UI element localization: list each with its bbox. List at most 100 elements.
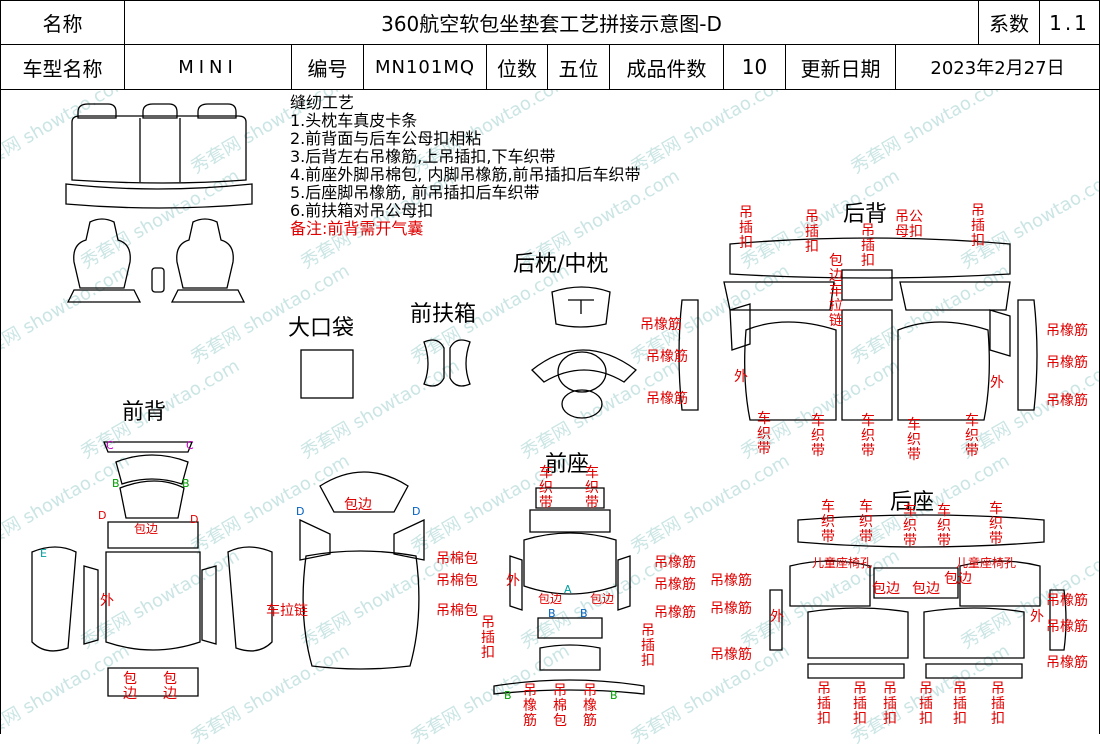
mark-letter: C	[186, 439, 194, 452]
front-armrest-pieces	[423, 339, 471, 387]
rear-back-rubber-5: 吊橡筋	[1046, 355, 1088, 371]
rear-back-webbing-1: 车织带	[757, 411, 771, 457]
front-seat-cotton-3: 吊棉包	[436, 603, 478, 619]
rear-back-hang-buckle-1: 吊插扣	[739, 205, 753, 251]
front-seat-webbing-1: 车织带	[539, 465, 553, 511]
section-front-armrest: 前扶箱	[410, 302, 477, 327]
rear-seat-rubber-3: 吊橡筋	[1046, 655, 1088, 671]
front-seat-hem-2: 包边	[590, 592, 615, 606]
section-headrest: 后枕/中枕	[513, 252, 609, 277]
front-seat-rubber-5: 吊橡筋	[710, 601, 752, 617]
rear-seat-webbing-5: 车织带	[989, 501, 1003, 547]
mark-letter: E	[40, 547, 47, 560]
front-seat-cotton-1: 吊棉包	[436, 551, 478, 567]
front-back-outer: 外	[100, 593, 114, 609]
front-seat-rubber-1: 吊橡筋	[654, 555, 696, 571]
rear-seat-outer-right: 外	[1030, 609, 1044, 625]
rear-back-rubber-2: 吊橡筋	[646, 349, 688, 365]
front-seat-rubber-2: 吊橡筋	[654, 577, 696, 593]
model-label: 车型名称	[0, 44, 125, 90]
front-seat-bottom-cotton: 吊棉包	[553, 683, 567, 729]
front-back-zipper: 车拉链	[266, 603, 308, 619]
rear-seat-hang-buckle-1: 吊插扣	[817, 681, 831, 727]
note-item: 5.后座脚吊橡筋, 前吊插扣后车织带	[290, 183, 540, 202]
front-seat-outer: 外	[506, 573, 520, 589]
header-table: 名称 360航空软包坐垫套工艺拼接示意图-D 系数 1.1 车型名称 MINI …	[0, 0, 1100, 90]
mark-letter: A	[564, 583, 572, 596]
rear-seat-pieces	[769, 514, 1067, 679]
rear-seat-hang-buckle-2: 吊插扣	[853, 681, 867, 727]
section-rear-back: 后背	[843, 202, 888, 227]
series-value: 1.1	[1039, 0, 1100, 45]
rear-back-rubber-6: 吊橡筋	[1046, 393, 1088, 409]
mark-letter: B	[504, 689, 512, 702]
process-notes: 缝纫工艺 1.头枕车真皮卡条 2.前背面与后车公母扣相粘 3.后背左右吊橡筋,上…	[290, 94, 641, 238]
front-seat-webbing-2: 车织带	[585, 465, 599, 511]
rear-seat-hang-buckle-4: 吊插扣	[919, 681, 933, 727]
rear-seat-hem-2: 包边	[912, 581, 940, 597]
rear-back-hang-buckle-2: 吊插扣	[805, 209, 819, 255]
section-rear-seat: 后座	[890, 490, 935, 515]
section-big-pocket: 大口袋	[288, 316, 355, 341]
rear-back-hang-buckle-3: 吊插扣	[861, 223, 875, 269]
rear-seat-rubber-2: 吊橡筋	[1046, 619, 1088, 635]
rear-back-hang-buckle-4: 吊插扣	[971, 203, 985, 249]
notes-title: 缝纫工艺	[290, 93, 355, 112]
front-back-hem-inner: 包边	[134, 522, 159, 536]
front-seat-hem-1: 包边	[538, 592, 563, 606]
note-item: 1.头枕车真皮卡条	[290, 111, 418, 130]
model-value: MINI	[124, 44, 292, 90]
rear-seat-hem-1: 包边	[872, 581, 900, 597]
front-back-hem-bottom-2: 包边	[163, 671, 177, 702]
mark-letter: D	[412, 505, 421, 518]
note-item: 4.前座外脚吊棉包, 内脚吊橡筋,前吊插扣后车织带	[290, 165, 641, 184]
seats-label: 位数	[486, 44, 548, 90]
seats-value: 五位	[547, 44, 610, 90]
mark-letter: B	[580, 607, 588, 620]
date-value: 2023年2月27日	[895, 44, 1100, 90]
note-item: 3.后背左右吊橡筋,上吊插扣,下车织带	[290, 147, 556, 166]
rear-seat-hang-buckle-3: 吊插扣	[883, 681, 897, 727]
rear-seat-webbing-3: 车织带	[903, 503, 917, 549]
date-label: 更新日期	[785, 44, 896, 90]
code-label: 编号	[291, 44, 364, 90]
rear-back-hem-zipper: 包边车拉链	[829, 253, 843, 329]
mark-letter: D	[296, 505, 305, 518]
mark-letter: B	[548, 607, 556, 620]
section-front-seat: 前座	[545, 452, 590, 477]
mark-letter: D	[98, 509, 107, 522]
rear-seat-hang-buckle-6: 吊插扣	[991, 681, 1005, 727]
front-back-pieces	[31, 441, 425, 697]
rear-seat-webbing-1: 车织带	[821, 499, 835, 545]
series-label: 系数	[978, 0, 1040, 45]
front-back-hem: 包边	[344, 497, 372, 513]
mark-letter: B	[610, 689, 618, 702]
mark-letter: B	[112, 477, 120, 490]
note-item: 6.前扶箱对吊公母扣	[290, 201, 434, 220]
front-seat-rubber-6: 吊橡筋	[710, 647, 752, 663]
overview-front-seats	[66, 218, 246, 303]
rear-back-webbing-5: 车织带	[965, 413, 979, 459]
rear-back-webbing-3: 车织带	[861, 413, 875, 459]
mark-letter: D	[190, 513, 199, 526]
mark-letter: C	[106, 439, 114, 452]
name-label: 名称	[0, 0, 125, 45]
rear-seat-hem-3: 包边	[944, 571, 972, 587]
front-seat-bottom-rubber-1: 吊橡筋	[523, 683, 537, 729]
rear-seat-hang-buckle-5: 吊插扣	[953, 681, 967, 727]
rear-back-webbing-4: 车织带	[907, 417, 921, 463]
front-back-hem-bottom-1: 包边	[123, 671, 137, 702]
pattern-drawing	[31, 103, 1067, 697]
mark-letter: B	[182, 477, 190, 490]
rear-seat-webbing-4: 车织带	[937, 503, 951, 549]
rear-seat-rubber-1: 吊橡筋	[1046, 593, 1088, 609]
front-seat-rubber-3: 吊橡筋	[654, 605, 696, 621]
front-seat-pieces	[493, 487, 645, 695]
rear-back-webbing-2: 车织带	[811, 413, 825, 459]
overview-rear-seat	[65, 103, 253, 209]
rear-back-pieces	[678, 237, 1038, 421]
front-seat-cotton-2: 吊棉包	[436, 573, 478, 589]
rear-back-rubber-4: 吊橡筋	[1046, 323, 1088, 339]
rear-seat-child-hole-2: 儿童座椅孔	[956, 556, 1017, 570]
note-item: 2.前背面与后车公母扣相粘	[290, 129, 482, 148]
